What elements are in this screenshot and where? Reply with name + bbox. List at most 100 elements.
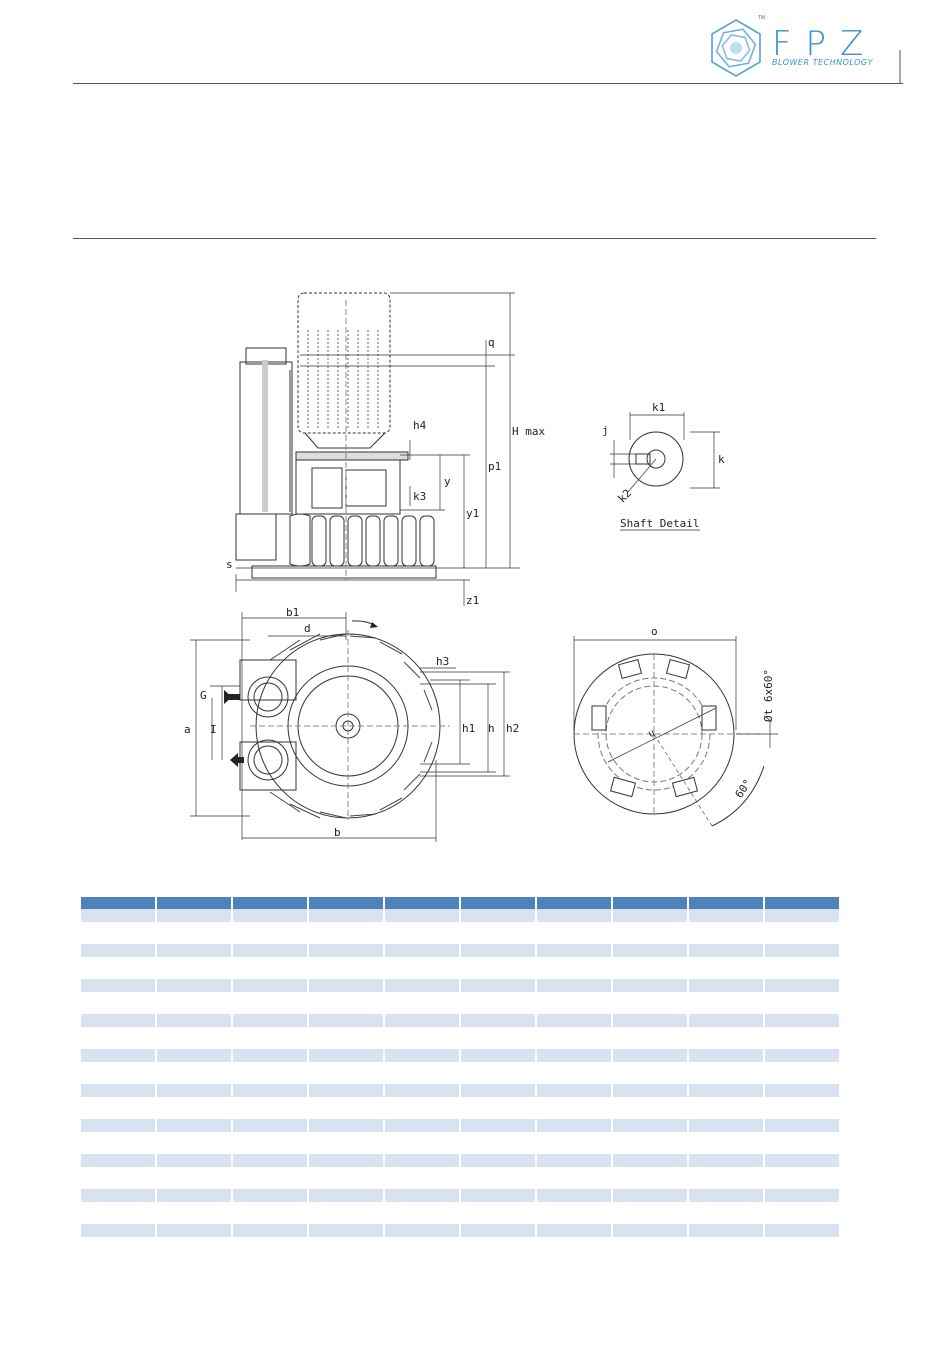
dim-a-label: a [184,723,191,736]
table-cell [157,1062,231,1084]
table-cell [309,1202,383,1224]
dim-h2-label: h2 [506,722,519,735]
dim-h-max-label: H max [512,425,545,438]
table-cell [765,1167,839,1189]
table-header-row [81,897,839,909]
table-cell [309,1119,383,1132]
table-row [81,1224,839,1237]
table-cell [537,979,611,992]
table-cell [461,1119,535,1132]
dim-o-label: o [651,625,658,638]
dim-y-label: y [444,475,451,488]
table-cell [689,922,763,944]
table-cell [233,1154,307,1167]
table-cell [385,1119,459,1132]
table-cell [765,957,839,979]
table-cell [461,1189,535,1202]
table-cell [765,1062,839,1084]
table-spacer-row [81,1027,839,1049]
table-cell [157,909,231,922]
table-cell [689,897,763,909]
shaft-detail-title: Shaft Detail [620,517,699,530]
table-cell [233,1202,307,1224]
table-cell [157,1014,231,1027]
table-cell [233,1084,307,1097]
table-cell [385,1084,459,1097]
table-cell [81,992,155,1014]
dim-k1-label: k1 [652,401,665,414]
table-cell [537,1027,611,1049]
table-cell [689,1119,763,1132]
table-cell [765,1202,839,1224]
table-cell [537,1014,611,1027]
table-row [81,1189,839,1202]
table-spacer-row [81,1202,839,1224]
table-cell [613,1224,687,1237]
table-cell [385,1014,459,1027]
table-cell [309,1027,383,1049]
dim-h3-label: h3 [436,655,449,668]
table-cell [537,1167,611,1189]
table-cell [385,1224,459,1237]
table-cell [689,1202,763,1224]
table-cell [233,909,307,922]
table-spacer-row [81,1097,839,1119]
table-cell [537,1097,611,1119]
table-cell [537,1062,611,1084]
table-cell [537,1224,611,1237]
table-cell [613,1097,687,1119]
table-cell [385,1167,459,1189]
table-cell [613,944,687,957]
trademark-mark: TM [758,15,766,21]
table-cell [233,897,307,909]
table-cell [309,1014,383,1027]
dim-q-label: q [488,336,495,349]
dim-k3-label: k3 [413,490,426,503]
table-cell [461,979,535,992]
table-cell [157,1097,231,1119]
dim-b-label: b [334,826,341,839]
table-cell [461,1167,535,1189]
table-cell [537,909,611,922]
table-cell [613,909,687,922]
table-cell [613,1049,687,1062]
dimension-table [79,897,841,1237]
table-cell [309,1062,383,1084]
dim-I-label: I [210,723,217,736]
table-cell [689,1189,763,1202]
table-cell [385,922,459,944]
table-cell [157,957,231,979]
table-cell [613,922,687,944]
table-cell [765,1224,839,1237]
dim-d-label: d [304,622,311,635]
table-cell [385,1027,459,1049]
table-row [81,1154,839,1167]
table-row [81,909,839,922]
table-cell [157,1084,231,1097]
table-row [81,1014,839,1027]
table-cell [689,1027,763,1049]
table-cell [385,1049,459,1062]
table-cell [385,957,459,979]
table-cell [689,1167,763,1189]
table-cell [309,1049,383,1062]
table-cell [309,1084,383,1097]
table-cell [157,1224,231,1237]
table-cell [309,897,383,909]
table-cell [613,1062,687,1084]
table-cell [385,1154,459,1167]
table-cell [765,1097,839,1119]
table-cell [765,979,839,992]
table-row [81,1084,839,1097]
table-cell [81,1014,155,1027]
dim-h1-label: h1 [462,722,475,735]
table-cell [309,979,383,992]
table-cell [385,944,459,957]
table-cell [309,1189,383,1202]
brand-name: FPZ [772,24,878,64]
table-spacer-row [81,992,839,1014]
table-cell [233,1224,307,1237]
table-cell [537,1132,611,1154]
dim-t-label: Øt 6x60° [762,669,775,722]
